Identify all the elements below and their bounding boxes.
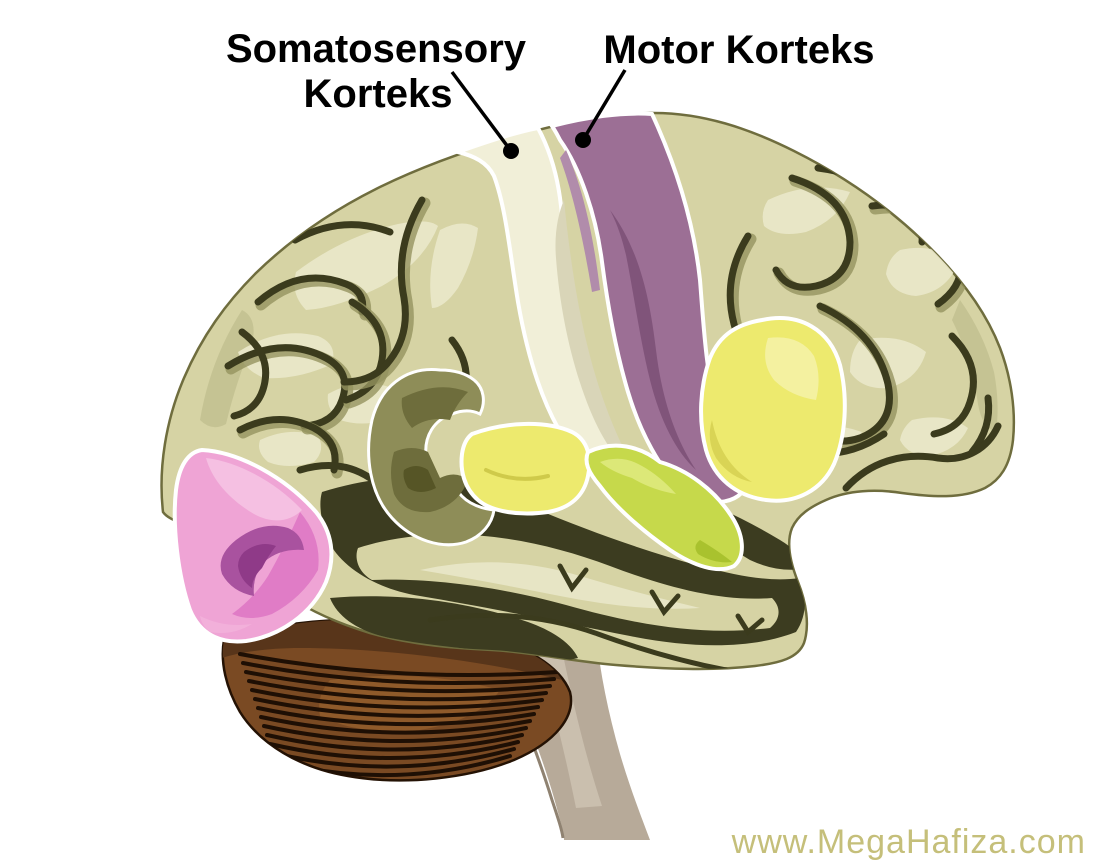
olive-region: [367, 368, 496, 547]
sulci: [224, 164, 1002, 669]
gyrus-highlight: [259, 431, 322, 466]
watermark: www.MegaHafiza.com: [731, 823, 1086, 861]
yellow-frontal-shade: [709, 420, 752, 482]
yellow-mid-strip-line: [484, 468, 550, 481]
gyrus-highlight: [430, 223, 478, 308]
annotations: Somatosensory Korteks Motor Korteks: [226, 27, 875, 159]
cerebellum: [221, 618, 573, 782]
gyrus-highlight: [886, 247, 958, 296]
somatosensory-leader-line: [450, 70, 513, 153]
temporal-gyrus-highlight: [420, 562, 700, 609]
cerebellum-folia-stripes: [238, 652, 560, 778]
motor-leader-line: [581, 69, 627, 141]
yellowgreen-highlight: [600, 458, 676, 494]
dark-area-above-cerebellum: [330, 596, 578, 662]
olive-region-core: [403, 466, 436, 492]
somatosensory-dot: [503, 143, 519, 159]
motor-strip-light-edge: [560, 150, 600, 292]
pink-region-sulcus-core: [238, 544, 276, 588]
motor-label: Motor Korteks: [603, 28, 874, 72]
yellow-frontal-highlight: [765, 337, 819, 400]
yellow-frontal-region: [699, 316, 847, 503]
pink-region-bottom-light: [200, 616, 252, 633]
yellowgreen-shape: [584, 443, 744, 572]
yellow-mid-strip-region: [459, 421, 592, 516]
motor-strip-dark-ridge: [610, 210, 696, 470]
somatosensory-label-line1: Somatosensory: [226, 27, 527, 71]
pink-occipital-region: [172, 447, 334, 644]
somatosensory-label-line2: Korteks: [304, 72, 453, 116]
yellowgreen-shade: [695, 540, 732, 563]
yellowgreen-region: [584, 443, 744, 572]
pink-region-light: [206, 458, 302, 521]
olive-region-inner: [401, 387, 468, 428]
somatosensory-strip-shade: [555, 200, 640, 478]
yellow-mid-strip: [459, 421, 592, 516]
motor-dot: [575, 132, 591, 148]
